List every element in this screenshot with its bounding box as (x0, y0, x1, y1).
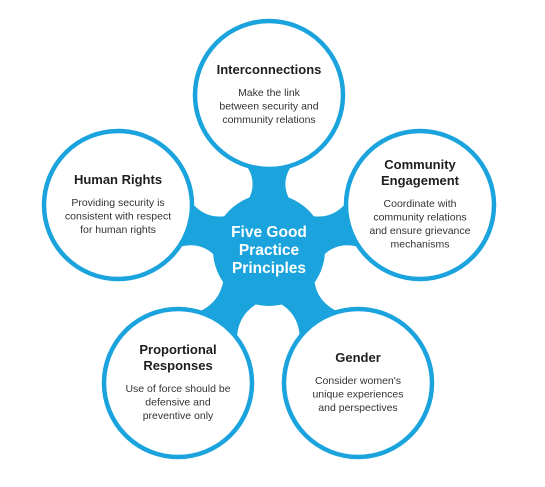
principle-title: Interconnections (217, 62, 322, 77)
principle-description-line: Coordinate with (384, 198, 457, 210)
principle-description-line: preventive only (143, 410, 214, 422)
principle-description-line: unique experiences (312, 388, 403, 400)
principle-description-line: and perspectives (318, 402, 397, 414)
principle-title-line: Interconnections (217, 62, 322, 77)
principle-description-line: Consider women's (315, 375, 401, 387)
center-label-line: Principles (232, 260, 306, 277)
principle-title-line: Human Rights (74, 172, 162, 187)
principle-description-line: Make the link (238, 87, 301, 99)
principle-circle (281, 306, 435, 460)
principle-title: Gender (335, 350, 381, 365)
principle-title-line: Gender (335, 350, 381, 365)
principle-circle (101, 306, 255, 460)
principle-description-line: and ensure grievance (370, 225, 471, 237)
principle-title: Human Rights (74, 172, 162, 187)
principle-circle (343, 128, 497, 282)
center-circle (213, 194, 325, 306)
principle-circle (41, 128, 195, 282)
principle-description-line: Use of force should be (125, 383, 230, 395)
principle-description-line: mechanisms (391, 239, 450, 251)
center-label-line: Practice (239, 242, 300, 259)
principle-description-line: community relations (373, 212, 466, 224)
principle-description-line: for human rights (80, 224, 156, 236)
principle-description-line: community relations (222, 114, 315, 126)
connector-interconnections (243, 161, 295, 202)
center-label-line: Five Good (231, 224, 307, 241)
principle-title-line: Engagement (381, 173, 460, 188)
principle-circle (192, 18, 346, 172)
principle-title-line: Proportional (139, 342, 216, 357)
principle-title-line: Community (384, 157, 456, 172)
principle-description-line: defensive and (145, 396, 211, 408)
principle-description-line: consistent with respect (65, 210, 171, 222)
principle-description-line: between security and (219, 100, 318, 112)
principle-description-line: Providing security is (71, 197, 164, 209)
principle-title-line: Responses (143, 358, 212, 373)
